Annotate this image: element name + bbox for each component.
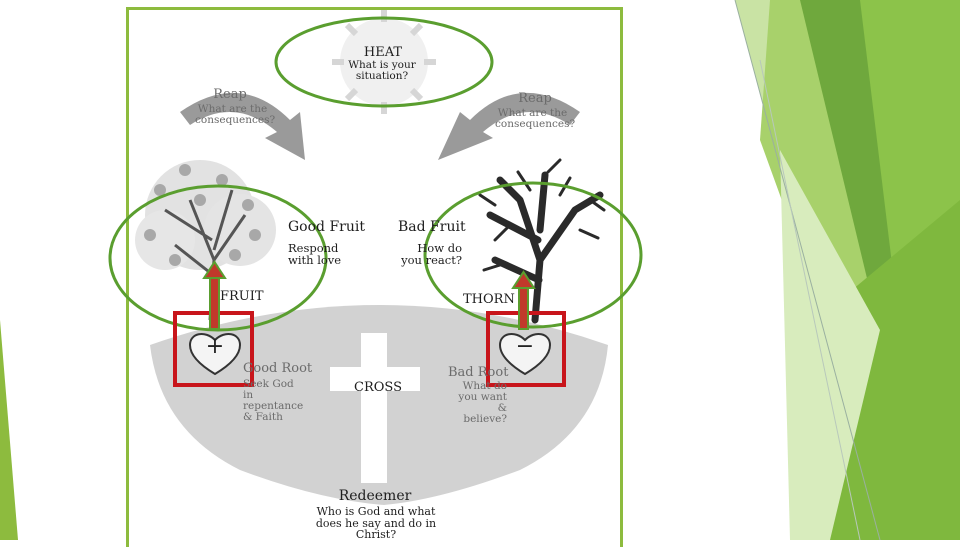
thorn-label: THORN	[463, 292, 515, 307]
minus-icon: −	[515, 334, 535, 359]
bad-fruit-title: Bad Fruit	[398, 219, 466, 235]
reap-right-title: Reap	[518, 91, 552, 106]
bad-root-desc: What do you want & believe?	[458, 380, 507, 426]
heart-plus-icon	[188, 333, 242, 376]
redeemer-desc: Who is God and what does he say and do i…	[315, 505, 437, 542]
heat-ring	[274, 16, 494, 108]
sun-icon	[332, 10, 436, 114]
good-root-desc: Seek God in repentance & Faith	[243, 378, 304, 424]
reap-right-question: What are the consequences?	[495, 107, 576, 131]
reap-arrow-left	[180, 92, 305, 160]
thorn-tree-icon	[478, 158, 606, 324]
good-root-title: Good Root	[243, 361, 313, 376]
reap-left-title: Reap	[213, 87, 247, 102]
cross-icon	[330, 333, 420, 483]
redeemer-title: Redeemer	[338, 488, 412, 504]
reap-arrow-right	[438, 92, 580, 160]
bad-fruit-ring	[423, 181, 643, 329]
up-arrow-right	[511, 270, 536, 330]
cross-label: CROSS	[354, 380, 402, 395]
reap-left-question: What are the consequences?	[195, 103, 276, 127]
heat-title: HEAT	[363, 45, 403, 60]
plus-icon: +	[205, 334, 225, 359]
good-fruit-title: Good Fruit	[288, 219, 365, 235]
fruit-label: FRUIT	[220, 289, 264, 304]
bad-root-title: Bad Root	[448, 365, 509, 380]
up-arrow-left	[202, 260, 227, 330]
heat-question: What is your situation?	[348, 59, 416, 83]
bad-fruit-desc: How do you react?	[401, 241, 462, 268]
heart-minus-icon	[498, 333, 552, 376]
good-fruit-desc: Respond with love	[288, 241, 342, 268]
